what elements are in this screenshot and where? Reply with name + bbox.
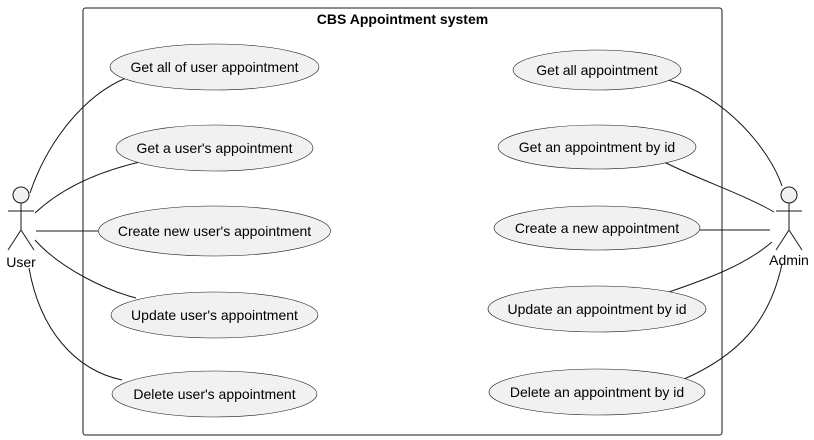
association-user-delete — [28, 267, 123, 381]
association-admin-get-one — [663, 161, 775, 213]
use-case-label: Get an appointment by id — [519, 139, 675, 155]
use-case-ellipse — [512, 49, 682, 91]
system-title: CBS Appointment system — [317, 11, 488, 27]
use-case-get-all-appointments[interactable]: Get all appointment — [512, 49, 682, 91]
use-case-delete-appointment-by-id[interactable]: Delete an appointment by id — [488, 368, 706, 416]
association-user-get-all — [29, 77, 127, 194]
use-case-ellipse — [111, 370, 318, 418]
association-admin-update — [665, 241, 773, 294]
actor-user[interactable]: User — [6, 186, 36, 270]
user-actor-icon — [7, 186, 35, 251]
actor-user-label: User — [6, 254, 36, 270]
use-case-label: Update user's appointment — [131, 307, 298, 323]
use-case-ellipse — [493, 205, 701, 251]
admin-actor-icon — [775, 186, 803, 251]
use-case-label: Delete user's appointment — [133, 386, 295, 402]
actor-admin-label: Admin — [769, 252, 809, 268]
use-case-update-user-appointment[interactable]: Update user's appointment — [110, 291, 319, 339]
use-case-ellipse — [497, 124, 697, 170]
use-case-get-appointment-by-id[interactable]: Get an appointment by id — [497, 124, 697, 170]
association-user-get-one — [34, 161, 141, 214]
use-case-ellipse — [109, 43, 320, 91]
use-case-ellipse — [487, 285, 707, 333]
use-case-get-user-appointment[interactable]: Get a user's appointment — [115, 124, 314, 172]
use-case-label: Get all appointment — [536, 62, 658, 78]
use-case-ellipse — [488, 368, 706, 416]
use-case-create-appointment[interactable]: Create a new appointment — [493, 205, 701, 251]
use-case-label: Create new user's appointment — [118, 223, 311, 239]
use-case-create-user-appointment[interactable]: Create new user's appointment — [98, 205, 331, 257]
association-admin-delete — [681, 263, 783, 381]
use-case-label: Update an appointment by id — [507, 301, 686, 317]
admin-use-cases: Get all appointment Get an appointment b… — [487, 49, 707, 416]
use-case-label: Create a new appointment — [515, 220, 679, 236]
association-admin-get-all — [667, 79, 783, 187]
user-use-cases: Get all of user appointment Get a user's… — [98, 43, 331, 418]
use-case-update-appointment-by-id[interactable]: Update an appointment by id — [487, 285, 707, 333]
association-user-update — [34, 239, 137, 299]
use-case-get-all-user-appointments[interactable]: Get all of user appointment — [109, 43, 320, 91]
use-case-ellipse — [98, 205, 331, 257]
admin-associations — [663, 79, 783, 381]
use-case-delete-user-appointment[interactable]: Delete user's appointment — [111, 370, 318, 418]
use-case-label: Get a user's appointment — [137, 140, 293, 156]
use-case-ellipse — [110, 291, 319, 339]
use-case-label: Get all of user appointment — [130, 59, 298, 75]
user-associations — [28, 77, 141, 381]
use-case-label: Delete an appointment by id — [510, 384, 684, 400]
actor-admin[interactable]: Admin — [769, 186, 809, 268]
use-case-ellipse — [115, 124, 314, 172]
